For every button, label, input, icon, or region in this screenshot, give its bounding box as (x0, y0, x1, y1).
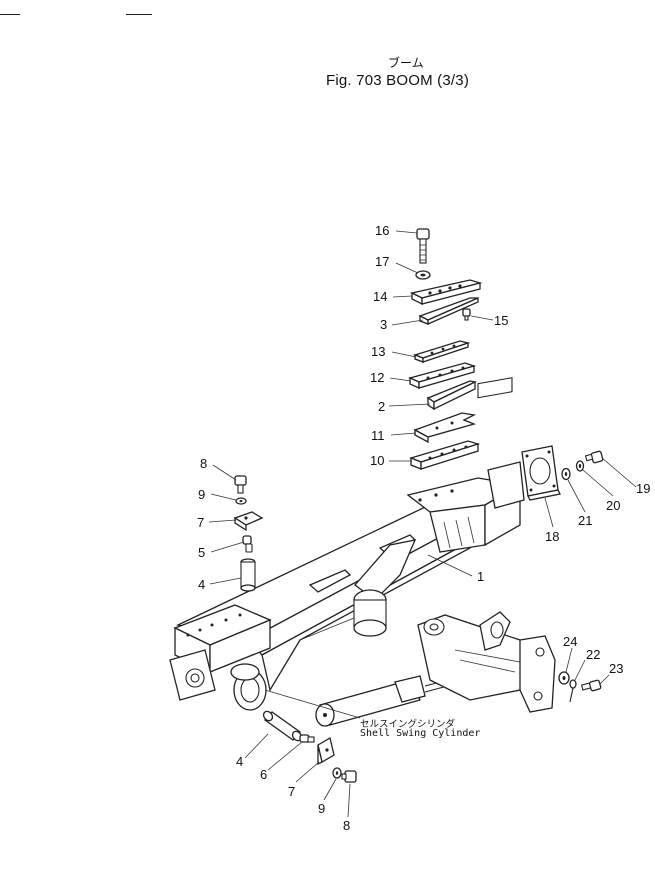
plate-3-icon (418, 297, 479, 325)
part-number-11: 11 (371, 428, 385, 443)
washer-9-lower-icon (332, 767, 342, 779)
part-number-3: 3 (380, 317, 387, 332)
washer-20-icon (575, 460, 585, 472)
part-number-1: 1 (477, 569, 484, 584)
figure-title: Fig. 703 BOOM (3/3) (326, 72, 470, 89)
part-number-8-upper: 8 (200, 456, 207, 471)
pin-4-icon (240, 558, 256, 592)
part-number-21: 21 (578, 513, 592, 528)
washer-21-icon (561, 467, 571, 481)
part-number-2: 2 (378, 399, 385, 414)
washer-9-icon (235, 497, 247, 505)
part-number-4-upper: 4 (198, 577, 205, 592)
part-number-19: 19 (636, 481, 650, 496)
bolt-15-icon (462, 308, 471, 321)
swing-bracket-icon (417, 611, 556, 713)
cylinder-callout-japanese: セルスイングシリンダ (360, 719, 456, 730)
bolt-16-icon (416, 228, 430, 264)
part-number-14: 14 (373, 289, 387, 304)
part-number-16: 16 (375, 223, 389, 238)
plate-13-icon (412, 340, 471, 363)
bolt-23-icon (580, 679, 602, 692)
wedge-2-icon (426, 380, 478, 411)
cylinder-callout: Shell Swing Cylinder (360, 728, 481, 739)
fitting-5-icon (242, 535, 253, 553)
part-number-6: 6 (260, 767, 267, 782)
part-number-5: 5 (198, 545, 205, 560)
part-number-9-lower: 9 (318, 801, 325, 816)
figure-title-japanese: ブーム (388, 56, 424, 70)
bolt-8-lower-icon (341, 770, 357, 783)
part-number-13: 13 (371, 344, 385, 359)
part-number-9-upper: 9 (198, 487, 205, 502)
part-number-22: 22 (586, 647, 600, 662)
lock-plate-7-icon (233, 511, 264, 532)
plate-10-icon (409, 440, 481, 470)
part-number-8-lower: 8 (343, 818, 350, 833)
plate-12-icon (408, 362, 477, 390)
part-number-15: 15 (494, 313, 508, 328)
part-number-7-upper: 7 (197, 515, 204, 530)
boom-assembly-1-icon (169, 377, 525, 711)
leader-lines (208, 230, 637, 818)
plate-14-icon (410, 279, 483, 306)
pin-22-icon (569, 679, 577, 703)
part-number-18: 18 (545, 529, 559, 544)
flange-plate-18-icon (521, 445, 561, 501)
part-number-12: 12 (370, 370, 384, 385)
part-number-23: 23 (609, 661, 623, 676)
bolt-8-icon (234, 475, 247, 494)
part-number-7-lower: 7 (288, 784, 295, 799)
nut-24-icon (558, 671, 570, 685)
corner-mark-left (0, 14, 20, 15)
part-number-4-lower: 4 (236, 754, 243, 769)
corner-mark-right (126, 14, 152, 15)
bolt-19-icon (584, 450, 604, 464)
washer-17-icon (415, 270, 431, 280)
part-number-labels: 16 17 14 3 15 13 12 2 11 10 8 9 7 5 4 1 … (197, 223, 650, 833)
part-number-10: 10 (370, 453, 384, 468)
part-number-24: 24 (563, 634, 577, 649)
pin-4-lower-icon (262, 710, 303, 742)
fitting-6-icon (299, 734, 315, 743)
part-number-17: 17 (375, 254, 389, 269)
plate-11-icon (413, 412, 477, 444)
part-number-20: 20 (606, 498, 620, 513)
lock-plate-7-lower-icon (317, 736, 335, 766)
